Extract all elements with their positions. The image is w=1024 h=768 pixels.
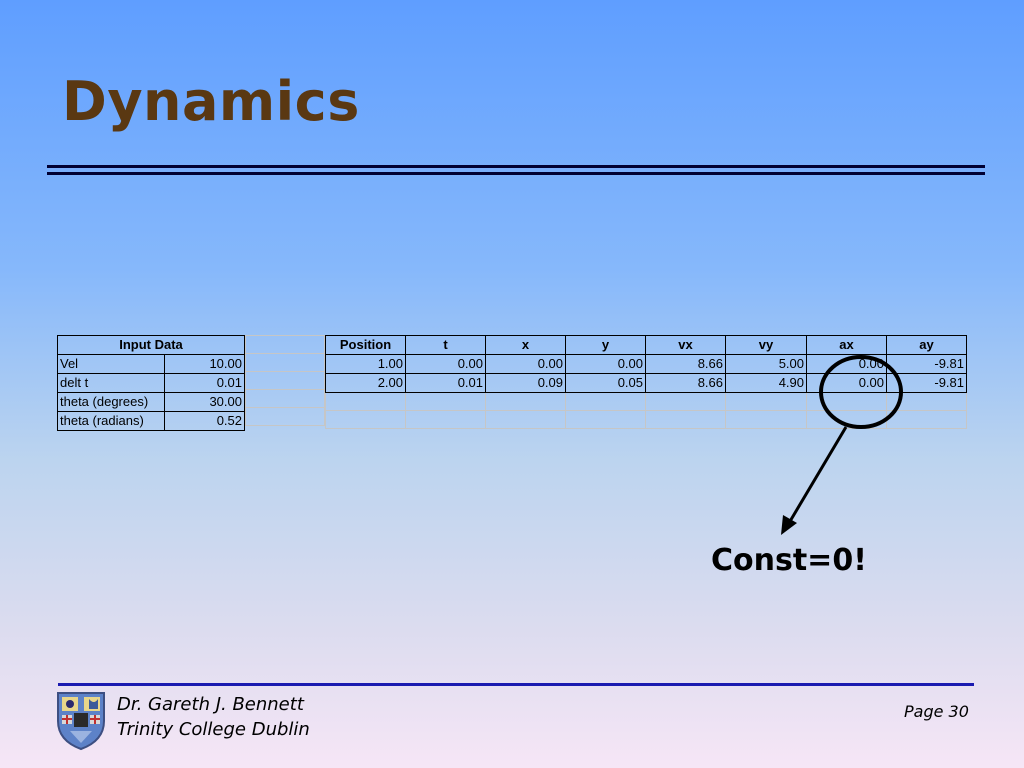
input-data-table: Input Data Vel 10.00 delt t 0.01 theta (… [57,335,245,431]
header-ax: ax [806,335,887,355]
header-vy: vy [725,335,807,355]
title-rule-top [47,165,985,168]
table-row [325,410,967,429]
highlight-circle [819,355,903,429]
table-row: 2.00 0.01 0.09 0.05 8.66 4.90 0.00 -9.81 [325,373,967,393]
cell-position: 2.00 [325,373,406,393]
cell-x: 0.09 [485,373,566,393]
annotation-label: Const=0! [711,543,867,578]
footer-author-block: Dr. Gareth J. Bennett Trinity College Du… [117,692,310,742]
empty-cell [245,407,325,426]
header-position: Position [325,335,406,355]
spacer-column [245,335,325,426]
input-label: theta (degrees) [57,392,165,412]
table-row: delt t 0.01 [57,373,245,393]
table-row: theta (radians) 0.52 [57,411,245,431]
page-number: Page 30 [904,702,969,721]
input-value: 0.52 [164,411,245,431]
footer-rule [58,683,974,686]
arrow-head-icon [781,515,797,535]
slide-title: Dynamics [62,70,360,133]
input-label: theta (radians) [57,411,165,431]
trinity-college-crest-icon [57,692,105,751]
footer-author: Dr. Gareth J. Bennett [117,694,304,715]
cell-vy: 4.90 [725,373,807,393]
title-rule-bottom [47,172,985,175]
cell-ay: -9.81 [886,354,967,374]
motion-table: Position t x y vx vy ax ay 1.00 0.00 0.0… [325,335,967,429]
cell-t: 0.00 [405,354,486,374]
arrow-shaft [787,426,848,524]
header-vx: vx [645,335,726,355]
cell-ay: -9.81 [886,373,967,393]
footer-institution: Trinity College Dublin [117,719,310,740]
table-row: theta (degrees) 30.00 [57,392,245,412]
